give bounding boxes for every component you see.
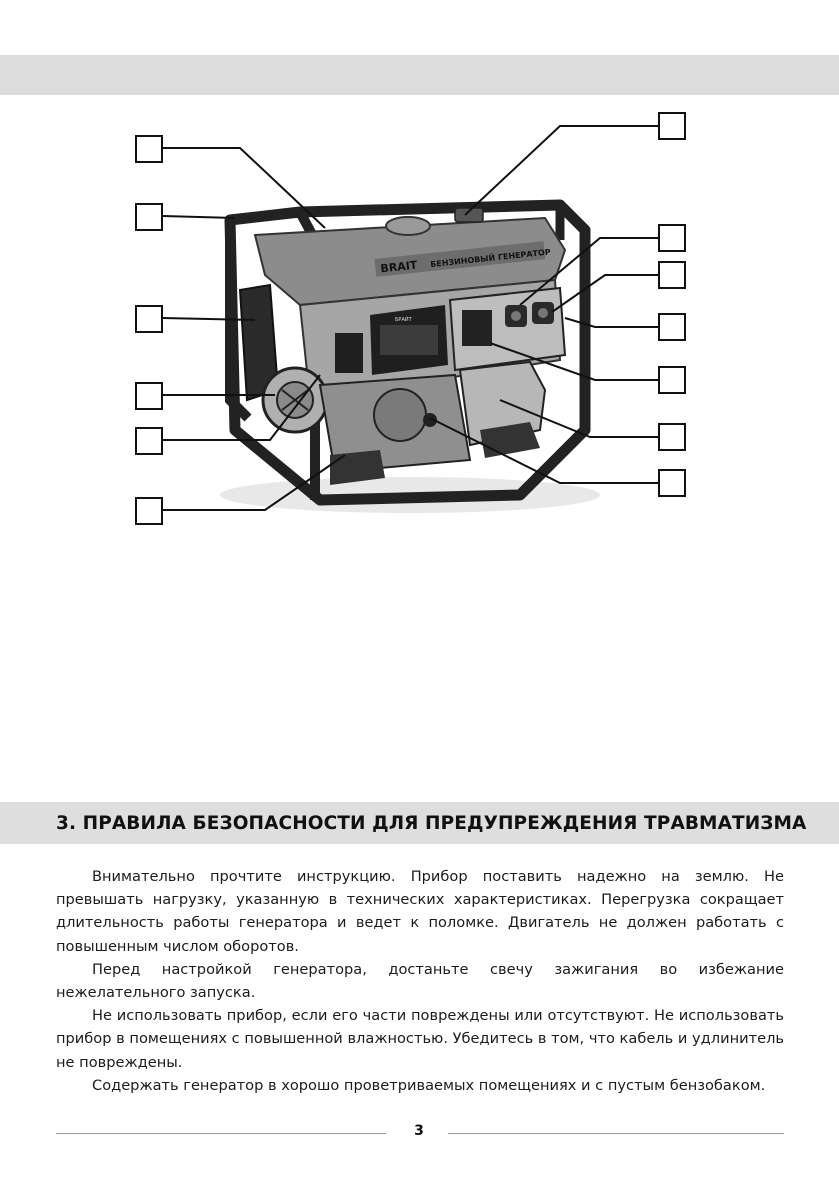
callout-box-left-1 (135, 135, 163, 163)
paragraph: Не использовать прибор, если его части п… (56, 1007, 784, 1071)
model-plate: БРАЙТ (395, 316, 413, 323)
callout-box-right-5 (658, 366, 686, 394)
callout-box-right-4 (658, 313, 686, 341)
generator-figure: BRAIT БЕНЗИНОВЫЙ ГЕНЕРАТОР БРАЙТ (0, 100, 839, 540)
callout-box-left-5 (135, 427, 163, 455)
generator-illustration: BRAIT БЕНЗИНОВЫЙ ГЕНЕРАТОР БРАЙТ (162, 125, 658, 513)
callout-box-left-4 (135, 382, 163, 410)
page-number: 3 (414, 1123, 424, 1139)
footer-rule-right (448, 1133, 784, 1134)
paragraph: Содержать генератор в хорошо проветривае… (92, 1076, 766, 1094)
callout-box-left-6 (135, 497, 163, 525)
callout-box-right-3 (658, 261, 686, 289)
callout-box-left-2 (135, 203, 163, 231)
brand-logo: BRAIT (380, 258, 419, 275)
callout-box-right-6 (658, 423, 686, 451)
body-text: Внимательно прочтите инструкцию. Прибор … (56, 865, 784, 1097)
section-title: 3. ПРАВИЛА БЕЗОПАСНОСТИ ДЛЯ ПРЕДУПРЕЖДЕН… (56, 813, 807, 834)
paragraph: Перед настройкой генератора, достаньте с… (56, 960, 784, 1002)
callout-box-right-1 (658, 112, 686, 140)
section-heading-band (0, 802, 839, 844)
paragraph: Внимательно прочтите инструкцию. Прибор … (56, 868, 784, 955)
callout-box-right-2 (658, 224, 686, 252)
leader-lines (162, 125, 658, 511)
header-band (0, 55, 839, 95)
footer-rule-left (56, 1133, 386, 1134)
callout-box-right-7 (658, 469, 686, 497)
callout-box-left-3 (135, 305, 163, 333)
